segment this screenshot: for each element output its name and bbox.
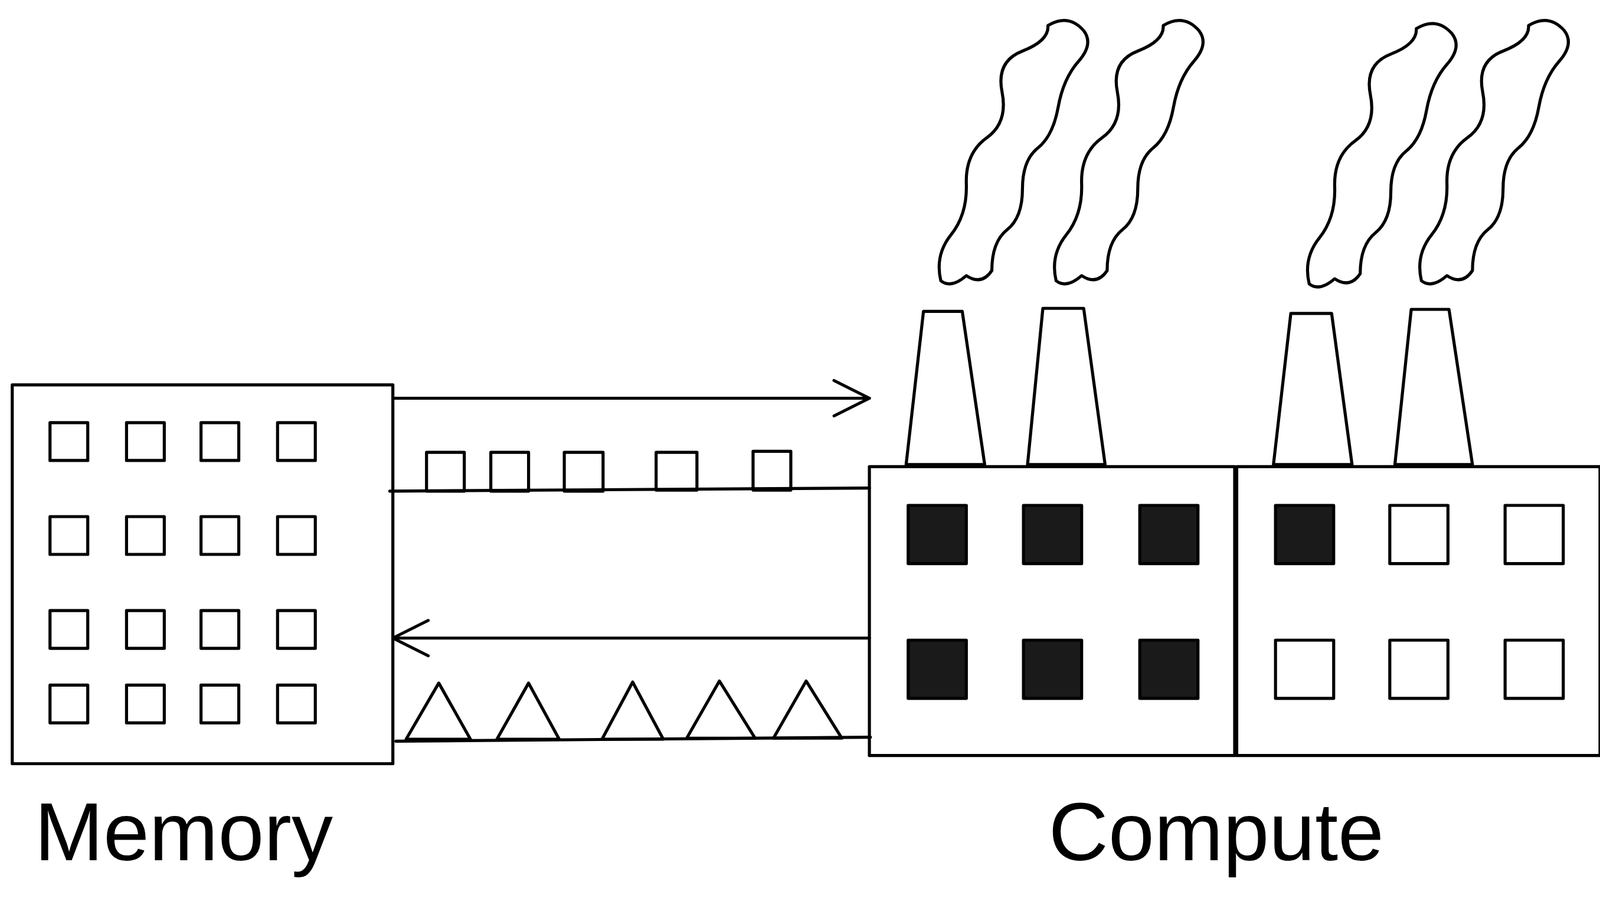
- result-triangle: [773, 680, 843, 738]
- factory-building: [869, 466, 1235, 755]
- idle-window: [1389, 505, 1449, 564]
- window: [201, 610, 240, 649]
- chimney: [1273, 313, 1353, 465]
- busy-window: [1139, 639, 1199, 699]
- busy-window: [908, 639, 967, 699]
- window: [126, 684, 165, 723]
- busy-window: [908, 505, 967, 564]
- window: [277, 610, 316, 649]
- idle-window: [1389, 639, 1449, 699]
- memory-building: [12, 384, 394, 764]
- smoke-plume: [938, 20, 1088, 284]
- smoke-plume: [1307, 23, 1456, 287]
- building-label: Compute: [1048, 783, 1384, 879]
- building-windows: [50, 422, 316, 723]
- window: [50, 610, 88, 649]
- window: [126, 610, 165, 649]
- window: [50, 422, 88, 461]
- data-block: [426, 452, 465, 492]
- window: [201, 516, 240, 555]
- building-node: Memory: [12, 384, 394, 882]
- busy-window: [1023, 505, 1082, 564]
- result-triangle: [686, 680, 756, 738]
- window: [277, 516, 316, 555]
- building-node: Compute: [869, 306, 1598, 882]
- data-block: [753, 450, 791, 490]
- factory-windows: [908, 505, 1564, 699]
- idle-window: [1504, 639, 1564, 699]
- flow-arrow: [393, 636, 870, 640]
- data-block: [564, 452, 604, 492]
- busy-window: [1023, 639, 1082, 699]
- flow-arrow: [393, 396, 870, 400]
- building-label: Memory: [34, 783, 333, 879]
- busy-window: [1139, 505, 1199, 564]
- window: [277, 684, 316, 723]
- factory-building: [1236, 466, 1600, 755]
- window: [50, 684, 88, 723]
- window: [201, 684, 240, 723]
- result-triangle: [406, 682, 471, 739]
- smoke-plume: [1419, 20, 1569, 284]
- data-block: [656, 452, 698, 490]
- window: [277, 422, 316, 461]
- result-triangle: [601, 681, 664, 739]
- window: [201, 422, 240, 461]
- chimney: [905, 311, 985, 464]
- chimney: [1394, 309, 1472, 465]
- result-triangle: [496, 682, 559, 739]
- busy-window: [1275, 505, 1334, 564]
- data-block: [491, 452, 529, 492]
- idle-window: [1504, 505, 1564, 564]
- window: [50, 516, 88, 555]
- window: [126, 516, 165, 555]
- window: [126, 422, 165, 461]
- smoke-plume: [1054, 20, 1204, 284]
- idle-window: [1275, 639, 1334, 699]
- chimney: [1027, 308, 1105, 465]
